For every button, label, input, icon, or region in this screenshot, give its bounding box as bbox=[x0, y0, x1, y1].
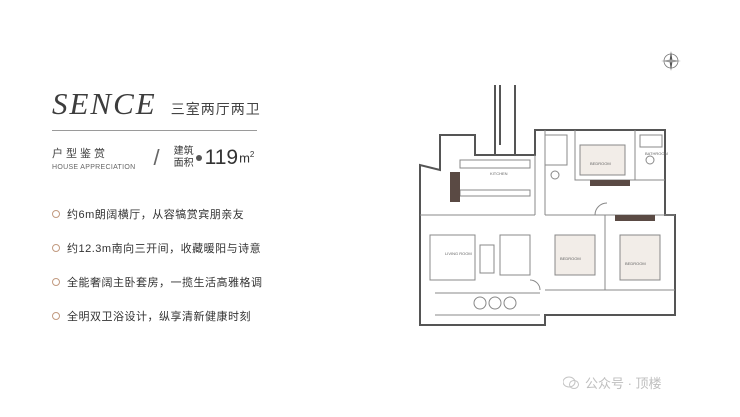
bullet-icon bbox=[52, 244, 60, 252]
svg-text:LIVING ROOM: LIVING ROOM bbox=[445, 251, 472, 256]
wechat-icon bbox=[563, 376, 579, 389]
appreciation-cn: 户型鉴赏 bbox=[52, 148, 108, 160]
area-label-line1: 建筑 bbox=[173, 146, 194, 157]
info-panel: SENCE 三室两厅两卫 户型鉴赏 HOUSE APPRECIATION / 建… bbox=[52, 86, 352, 341]
feature-text: 约12.3m南向三开间，收藏暖阳与诗意 bbox=[67, 243, 262, 255]
feature-list: 约6m朗阔横厅，从容犒赏宾朋亲友 约12.3m南向三开间，收藏暖阳与诗意 全能奢… bbox=[52, 205, 352, 325]
floor-plan: LIVING ROOM KITCHEN BEDROOM BEDROOM BEDR… bbox=[419, 85, 676, 326]
divider bbox=[52, 130, 257, 131]
area-unit-base: m bbox=[239, 150, 250, 166]
feature-item: 约6m朗阔横厅，从容犒赏宾朋亲友 bbox=[52, 205, 352, 223]
feature-text: 全能奢阔主卧套房，一揽生活高雅格调 bbox=[67, 277, 263, 289]
feature-text: 约6m朗阔横厅，从容犒赏宾朋亲友 bbox=[67, 209, 245, 221]
area-unit: m2 bbox=[239, 150, 254, 165]
feature-text: 全明双卫浴设计，纵享清新健康时刻 bbox=[67, 311, 251, 323]
watermark-text: 公众号 · 顶楼 bbox=[585, 376, 662, 391]
appreciation-label: 户型鉴赏 HOUSE APPRECIATION bbox=[52, 145, 135, 171]
layout-subtitle: 三室两厅两卫 bbox=[170, 101, 261, 117]
area-value: 119 bbox=[204, 146, 239, 169]
svg-text:KITCHEN: KITCHEN bbox=[490, 171, 508, 176]
svg-text:BEDROOM: BEDROOM bbox=[560, 256, 581, 261]
svg-text:BEDROOM: BEDROOM bbox=[625, 261, 646, 266]
feature-item: 全明双卫浴设计，纵享清新健康时刻 bbox=[52, 307, 352, 325]
svg-text:BATHROOM: BATHROOM bbox=[645, 151, 668, 156]
appreciation-row: 户型鉴赏 HOUSE APPRECIATION / 建筑 面积 119 m2 bbox=[52, 145, 352, 171]
area-label: 建筑 面积 bbox=[174, 146, 194, 170]
bullet-icon bbox=[52, 278, 60, 286]
watermark: 公众号 · 顶楼 bbox=[563, 373, 662, 392]
feature-item: 全能奢阔主卧套房，一揽生活高雅格调 bbox=[52, 273, 352, 291]
area-unit-sup: 2 bbox=[249, 150, 255, 160]
svg-text:BEDROOM: BEDROOM bbox=[590, 161, 611, 166]
bullet-icon bbox=[52, 312, 60, 320]
feature-item: 约12.3m南向三开间，收藏暖阳与诗意 bbox=[52, 239, 352, 257]
compass-icon bbox=[661, 51, 681, 71]
appreciation-en: HOUSE APPRECIATION bbox=[52, 164, 136, 171]
brand-title: SENCE bbox=[52, 86, 157, 121]
area-label-line2: 面积 bbox=[173, 158, 194, 169]
title-row: SENCE 三室两厅两卫 bbox=[52, 86, 352, 122]
slash-divider: / bbox=[153, 145, 160, 170]
bullet-icon bbox=[52, 210, 60, 218]
area-dot bbox=[195, 155, 202, 161]
